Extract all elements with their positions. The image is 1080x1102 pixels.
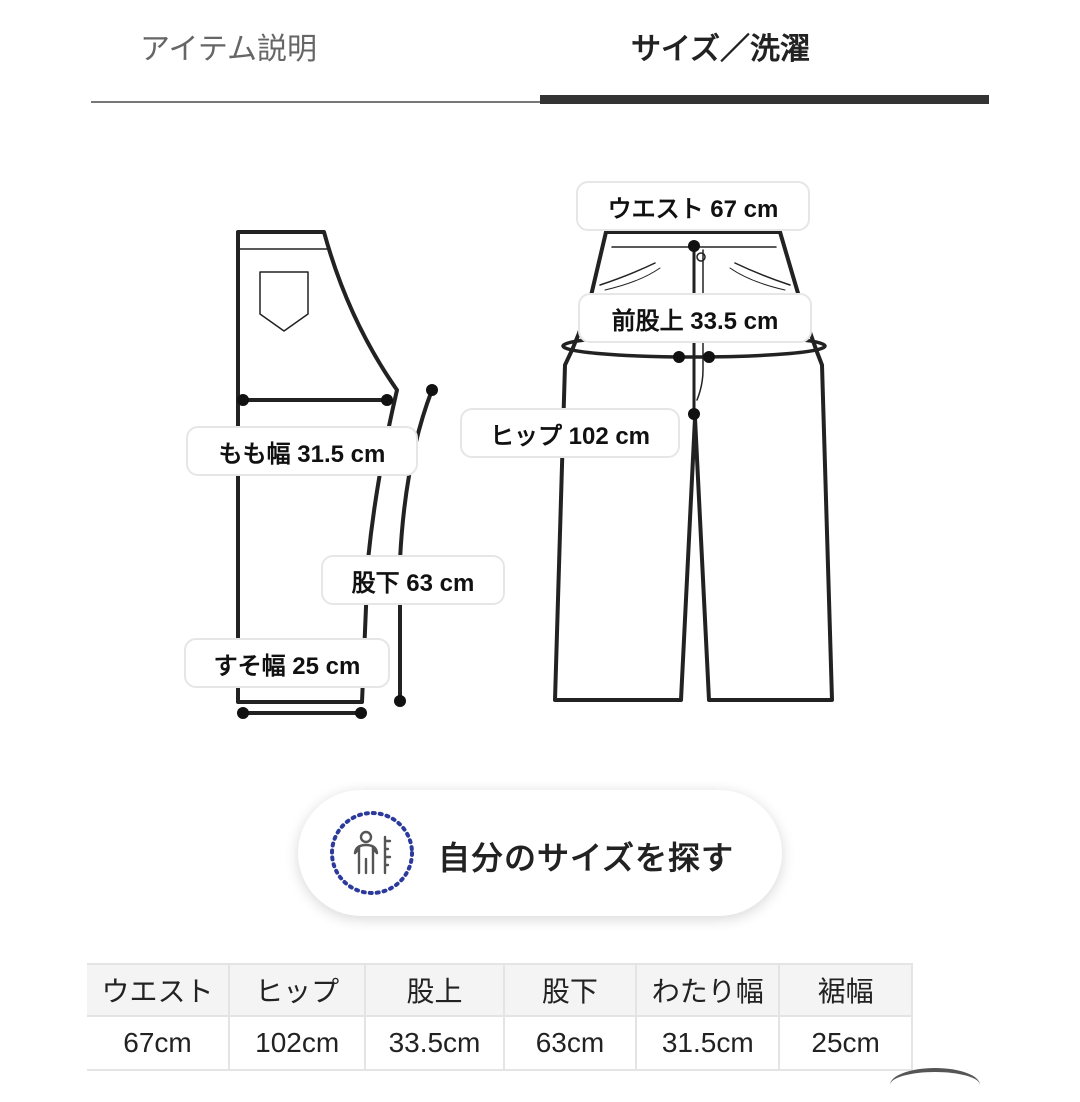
partial-floating-button[interactable] (890, 1068, 980, 1102)
size-value-hem: 25cm (779, 1016, 913, 1071)
front-rise-measure-label: 前股上 33.5 cm (578, 293, 812, 343)
tab-item-description[interactable]: アイテム説明 (91, 0, 540, 104)
tab-size-washing[interactable]: サイズ／洗濯 (540, 0, 989, 104)
find-my-size-button[interactable]: 自分のサイズを探す (298, 790, 782, 916)
size-header-rise: 股上 (365, 963, 505, 1017)
size-value-waist: 67cm (87, 1016, 230, 1071)
tab-size-washing-label: サイズ／洗濯 (630, 32, 811, 67)
size-value-inseam: 63cm (503, 1016, 638, 1071)
size-table: ウエスト ヒップ 股上 股下 わたり幅 裾幅 67cm 102cm 33.5cm… (87, 963, 953, 1080)
size-header-hem: 裾幅 (779, 963, 913, 1017)
size-value-thigh: 31.5cm (636, 1016, 781, 1071)
size-table-header-row: ウエスト ヒップ 股上 股下 わたり幅 裾幅 (87, 963, 913, 1017)
size-value-rise: 33.5cm (365, 1016, 505, 1071)
size-table-value-row: 67cm 102cm 33.5cm 63cm 31.5cm 25cm (87, 1016, 913, 1071)
hem-measure-label: すそ幅 25 cm (184, 638, 390, 688)
thigh-measure-label: もも幅 31.5 cm (186, 426, 418, 476)
person-measure-icon (330, 811, 414, 895)
hip-measure-label: ヒップ 102 cm (460, 408, 680, 458)
size-header-hip: ヒップ (229, 963, 367, 1017)
size-header-waist: ウエスト (87, 963, 230, 1017)
tab-bar: アイテム説明 サイズ／洗濯 (91, 0, 989, 105)
size-header-thigh: わたり幅 (636, 963, 781, 1017)
side-view-pants (236, 230, 399, 704)
pants-measurement-diagram (236, 181, 834, 719)
find-my-size-label: 自分のサイズを探す (438, 839, 735, 877)
inseam-measure-label: 股下 63 cm (321, 555, 505, 605)
waist-measure-label: ウエスト 67 cm (576, 181, 810, 231)
size-header-inseam: 股下 (503, 963, 638, 1017)
size-value-hip: 102cm (229, 1016, 367, 1071)
tab-item-description-label: アイテム説明 (140, 32, 317, 67)
tab-size-washing-underline (540, 95, 989, 104)
tab-item-description-underline (91, 101, 540, 103)
